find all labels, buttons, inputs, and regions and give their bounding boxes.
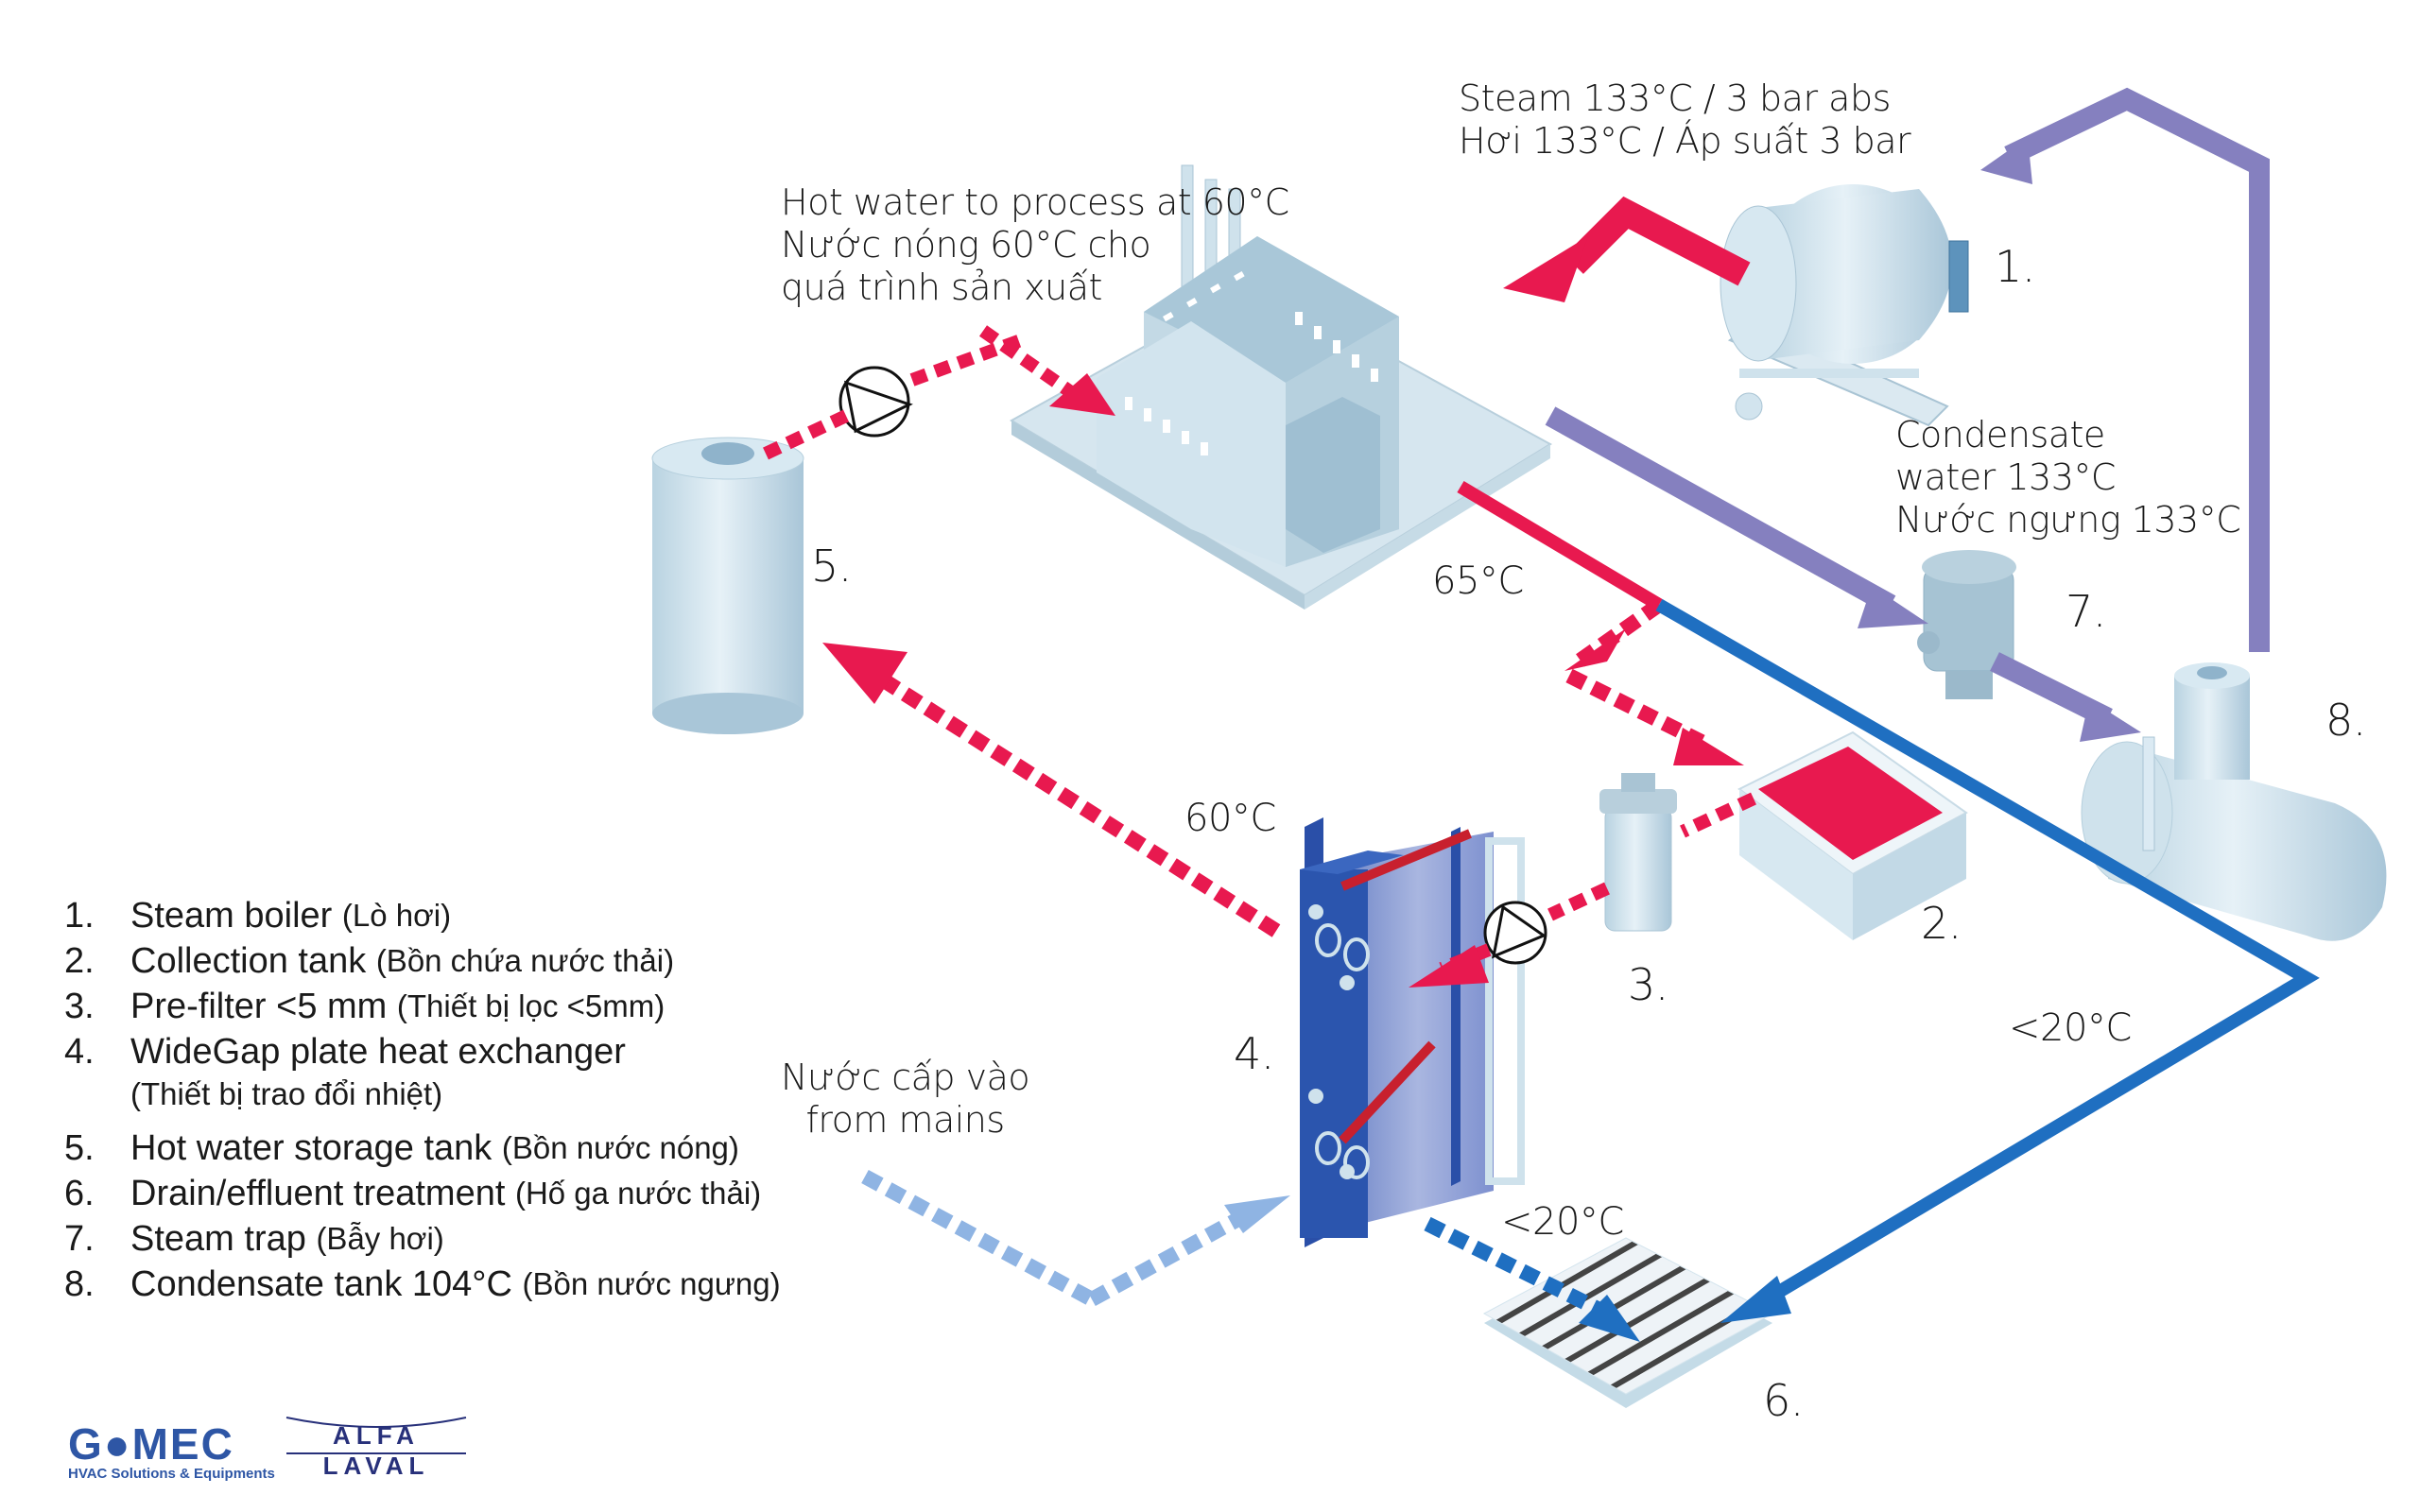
hot-water-60c-arrow (822, 643, 1281, 937)
mains-label-vi: Nước cấp vào (781, 1057, 1030, 1098)
legend-number: 3. (64, 987, 95, 1026)
legend-item: 6. Drain/effluent treatment (Hố ga nước t… (64, 1171, 781, 1216)
temp-65c: 65°C (1432, 559, 1524, 603)
legend-number: 4. (64, 1032, 95, 1072)
phe-outlet-cold-line (1424, 1216, 1640, 1342)
legend-en: Steam trap (130, 1219, 306, 1259)
legend-vi: (Thiết bị lọc <5mm) (396, 988, 666, 1023)
temp-lt20-bottom: <20°C (1501, 1200, 1624, 1244)
hot-water-label-vi-2: quá trình sản xuất (781, 266, 1102, 308)
steam-label-en: Steam 133°C / 3 bar abs (1459, 77, 1891, 119)
legend-en: Collection tank (130, 941, 367, 981)
number-6: 6. (1763, 1375, 1804, 1426)
mains-label: Nước cấp vào from mains (781, 1057, 1030, 1142)
legend-number: 5. (64, 1128, 95, 1168)
alfa-laval-logo-icon: ALFA LAVAL (285, 1417, 467, 1480)
legend-vi: (Hố ga nước thải) (514, 1176, 762, 1211)
legend-item: 8. Condensate tank 104°C (Bồn nước ngưng) (64, 1262, 781, 1307)
legend-item: 5. Hot water storage tank (Bồn nước nóng) (64, 1125, 781, 1171)
pre-filter (1599, 773, 1677, 932)
hot-water-label-vi-1: Nước nóng 60°C cho (781, 224, 1151, 266)
legend-en: Steam boiler (130, 896, 333, 936)
temp-lt20-right: <20°C (2009, 1006, 2132, 1050)
wastewater-to-phe-line (1409, 792, 1756, 988)
number-8: 8. (2325, 695, 2366, 746)
alfa-laval-logo: ALFA LAVAL (282, 1408, 471, 1483)
legend-number: 2. (64, 941, 95, 981)
equipment-legend: 1. Steam boiler (Lò hơi) 2. Collection tan… (64, 893, 781, 1307)
number-4: 4. (1234, 1028, 1274, 1079)
number-1: 1. (1995, 241, 2035, 292)
wastewater-65c-line (1457, 480, 1744, 765)
alfa-text: ALFA (333, 1421, 420, 1450)
steam-flow-arrow (1503, 196, 1751, 302)
steam-boiler (1720, 184, 1969, 427)
legend-vi: (Bồn nước nóng) (501, 1130, 739, 1165)
legend-vi: (Lò hơi) (341, 898, 452, 933)
condensate-label-1: Condensate (1895, 414, 2105, 455)
number-2: 2. (1921, 898, 1962, 949)
plate-heat-exchanger (1300, 817, 1525, 1247)
legend-item: 2. Collection tank (Bồn chứa nước thải) (64, 938, 781, 984)
steam-label-vi: Hơi 133°C / Áp suất 3 bar (1459, 120, 1911, 162)
number-3: 3. (1628, 959, 1668, 1010)
number-5: 5. (811, 541, 852, 592)
legend-item: 7. Steam trap (Bẫy hơi) (64, 1216, 781, 1262)
legend-number: 7. (64, 1219, 95, 1259)
legend-en: Drain/effluent treatment (130, 1174, 506, 1213)
condensate-label: Condensate water 133°C Nước ngưng 133°C (1895, 414, 2241, 541)
legend-en: Condensate tank 104°C (130, 1264, 512, 1304)
condensate-label-3: Nước ngưng 133°C (1895, 499, 2241, 541)
gomec-wordmark: G●MEC (68, 1419, 234, 1469)
legend-item: 4. WideGap plate heat exchanger (64, 1029, 781, 1074)
factory-building (1009, 164, 1552, 610)
legend-vi: (Thiết bị trao đổi nhiệt) (130, 1076, 443, 1111)
mains-label-en: from mains (805, 1099, 1005, 1141)
hot-water-storage-tank (651, 437, 804, 734)
cooled-wastewater-line (1655, 598, 2320, 1323)
gomec-logo: G●MEC HVAC Solutions & Equipments (68, 1422, 275, 1482)
mains-water-line (861, 1169, 1290, 1307)
collection-tank (1737, 730, 1968, 940)
legend-en: WideGap plate heat exchanger (130, 1032, 626, 1072)
condensate-label-2: water 133°C (1895, 456, 2116, 498)
condensate-tank (2081, 662, 2387, 941)
temp-60c: 60°C (1184, 797, 1276, 840)
pump-icon (1483, 901, 1547, 965)
condensate-flow-line (1545, 87, 2270, 742)
number-7: 7. (2066, 586, 2106, 637)
gomec-tagline: HVAC Solutions & Equipments (68, 1466, 275, 1482)
legend-vi: (Bồn chứa nước thải) (375, 943, 675, 978)
hot-water-to-process-arrow (763, 325, 1115, 460)
hot-water-label-en: Hot water to process at 60°C (781, 181, 1289, 223)
legend-en: Pre-filter <5 mm (130, 987, 388, 1026)
legend-number: 8. (64, 1264, 95, 1304)
legend-vi: (Bồn nước ngưng) (522, 1266, 781, 1301)
legend-item: 3. Pre-filter <5 mm (Thiết bị lọc <5mm) (64, 984, 781, 1029)
steam-trap (1917, 550, 2016, 699)
laval-text: LAVAL (323, 1452, 430, 1479)
drain-grate (1482, 1237, 1774, 1408)
legend-vi: (Bẫy hơi) (316, 1221, 444, 1256)
legend-number: 6. (64, 1174, 95, 1213)
legend-en: Hot water storage tank (130, 1128, 493, 1168)
steam-label: Steam 133°C / 3 bar abs Hơi 133°C / Áp s… (1459, 77, 1911, 163)
hot-water-label: Hot water to process at 60°C Nước nóng 6… (781, 181, 1289, 309)
pump-icon (838, 366, 913, 438)
legend-item: 1. Steam boiler (Lò hơi) (64, 893, 781, 938)
legend-number: 1. (64, 896, 95, 936)
